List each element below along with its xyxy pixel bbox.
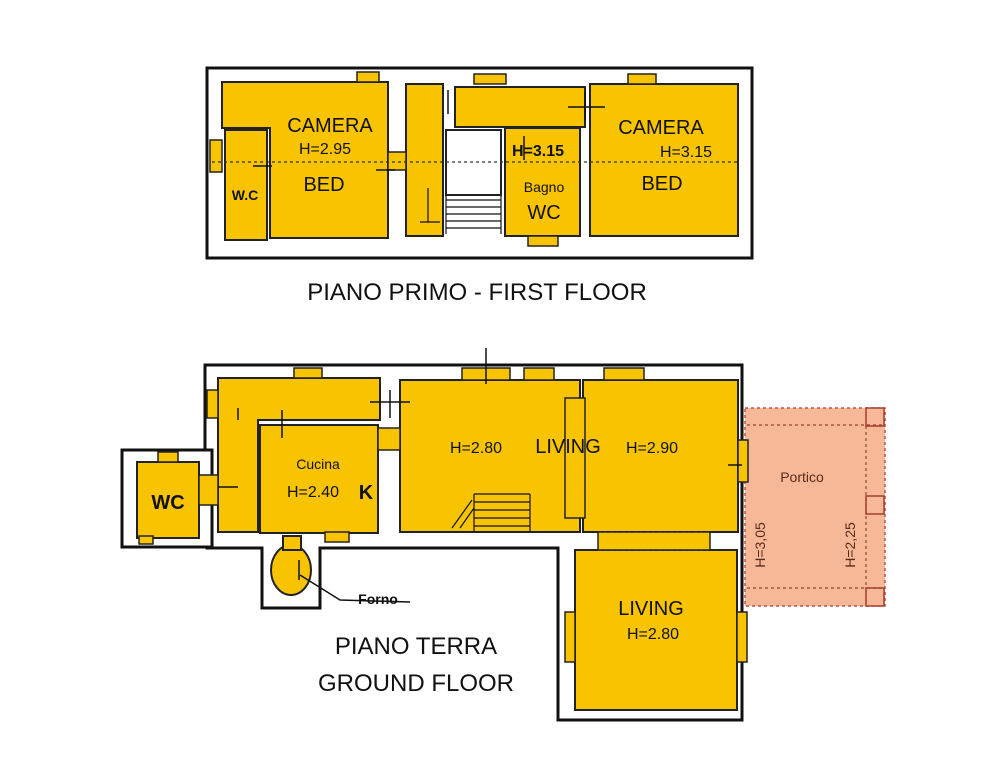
portico-area xyxy=(744,407,886,607)
label-camera-left-en: BED xyxy=(303,174,344,196)
window-ground-5 xyxy=(206,389,219,419)
portico-post-2 xyxy=(865,495,885,515)
label-cucina-k: K xyxy=(359,482,374,504)
room-wc-ground xyxy=(136,461,200,539)
window-ground-3 xyxy=(523,367,555,381)
passage-center xyxy=(564,397,586,519)
label-living-center: LIVING xyxy=(535,436,601,458)
forno-oven xyxy=(270,544,312,596)
passage-lower xyxy=(597,531,711,551)
passage-wc xyxy=(198,474,219,506)
window-ground-4 xyxy=(603,367,645,381)
label-camera-right: CAMERA xyxy=(618,117,704,139)
stair-first xyxy=(420,188,502,234)
portico-post-3 xyxy=(865,587,885,607)
label-bagno: Bagno xyxy=(524,179,565,195)
window-first-3 xyxy=(627,73,657,85)
window-ground-6 xyxy=(737,439,749,483)
room-camera-left xyxy=(221,81,389,239)
label-wc-ground: WC xyxy=(151,492,184,514)
room-wc-first xyxy=(224,129,268,241)
window-ground-8 xyxy=(736,611,748,663)
room-hall-first xyxy=(454,86,586,128)
label-cucina: Cucina xyxy=(296,456,340,472)
forno-leader xyxy=(299,574,411,603)
label-living-center-height: H=2.80 xyxy=(450,440,502,457)
first-floor-plan: CAMERA H=2.95 BED W.C H=3.15 Bagno WC CA… xyxy=(205,66,754,306)
label-bagno-en: WC xyxy=(527,202,560,224)
ground-floor-title-line2: GROUND FLOOR xyxy=(318,670,514,697)
label-wc-first: W.C xyxy=(232,187,258,203)
label-camera-right-height: H=3.15 xyxy=(660,144,712,161)
label-bagno-height: H=3.15 xyxy=(512,143,564,160)
room-living-lower xyxy=(574,549,738,711)
label-cucina-height: H=2.40 xyxy=(287,484,339,501)
window-ground-1 xyxy=(293,367,323,379)
ground-floor-title-line1: PIANO TERRA xyxy=(335,633,497,660)
passage-kitchen xyxy=(377,427,401,451)
label-camera-left-height: H=2.95 xyxy=(299,141,351,158)
label-portico-height-2: H=2,25 xyxy=(842,522,858,568)
window-ground-10 xyxy=(324,531,350,543)
label-portico-height-1: H=3,05 xyxy=(752,522,768,568)
portico-post-1 xyxy=(865,407,885,427)
window-first-1 xyxy=(356,71,380,83)
label-forno: Forno xyxy=(358,591,398,607)
label-portico: Portico xyxy=(780,469,824,485)
window-first-5 xyxy=(527,235,559,247)
forno-mouth xyxy=(282,535,302,551)
window-first-2 xyxy=(473,73,507,85)
room-living-center xyxy=(399,379,581,533)
window-ground-9 xyxy=(157,451,179,463)
room-bagno xyxy=(504,127,581,237)
room-cucina xyxy=(259,424,379,534)
label-camera-left: CAMERA xyxy=(287,115,373,137)
label-living-lower-height: H=2.80 xyxy=(627,626,679,643)
window-first-4 xyxy=(209,139,223,173)
room-kitchen-hall xyxy=(217,377,381,533)
window-ground-11 xyxy=(138,535,154,545)
label-living-lower: LIVING xyxy=(618,598,684,620)
window-ground-7 xyxy=(564,611,576,663)
room-camera-right xyxy=(589,83,739,237)
room-corridor-first xyxy=(405,83,444,237)
room-living-right xyxy=(582,379,739,533)
first-floor-title: PIANO PRIMO - FIRST FLOOR xyxy=(307,279,647,306)
stair-ground xyxy=(451,493,531,532)
door-first-1 xyxy=(387,151,407,171)
label-camera-right-en: BED xyxy=(641,173,682,195)
ground-floor-plan: WC Cucina H=2.40 K H=2.80 LIVING H=2.90 … xyxy=(120,348,886,722)
label-living-right-height: H=2.90 xyxy=(626,440,678,457)
